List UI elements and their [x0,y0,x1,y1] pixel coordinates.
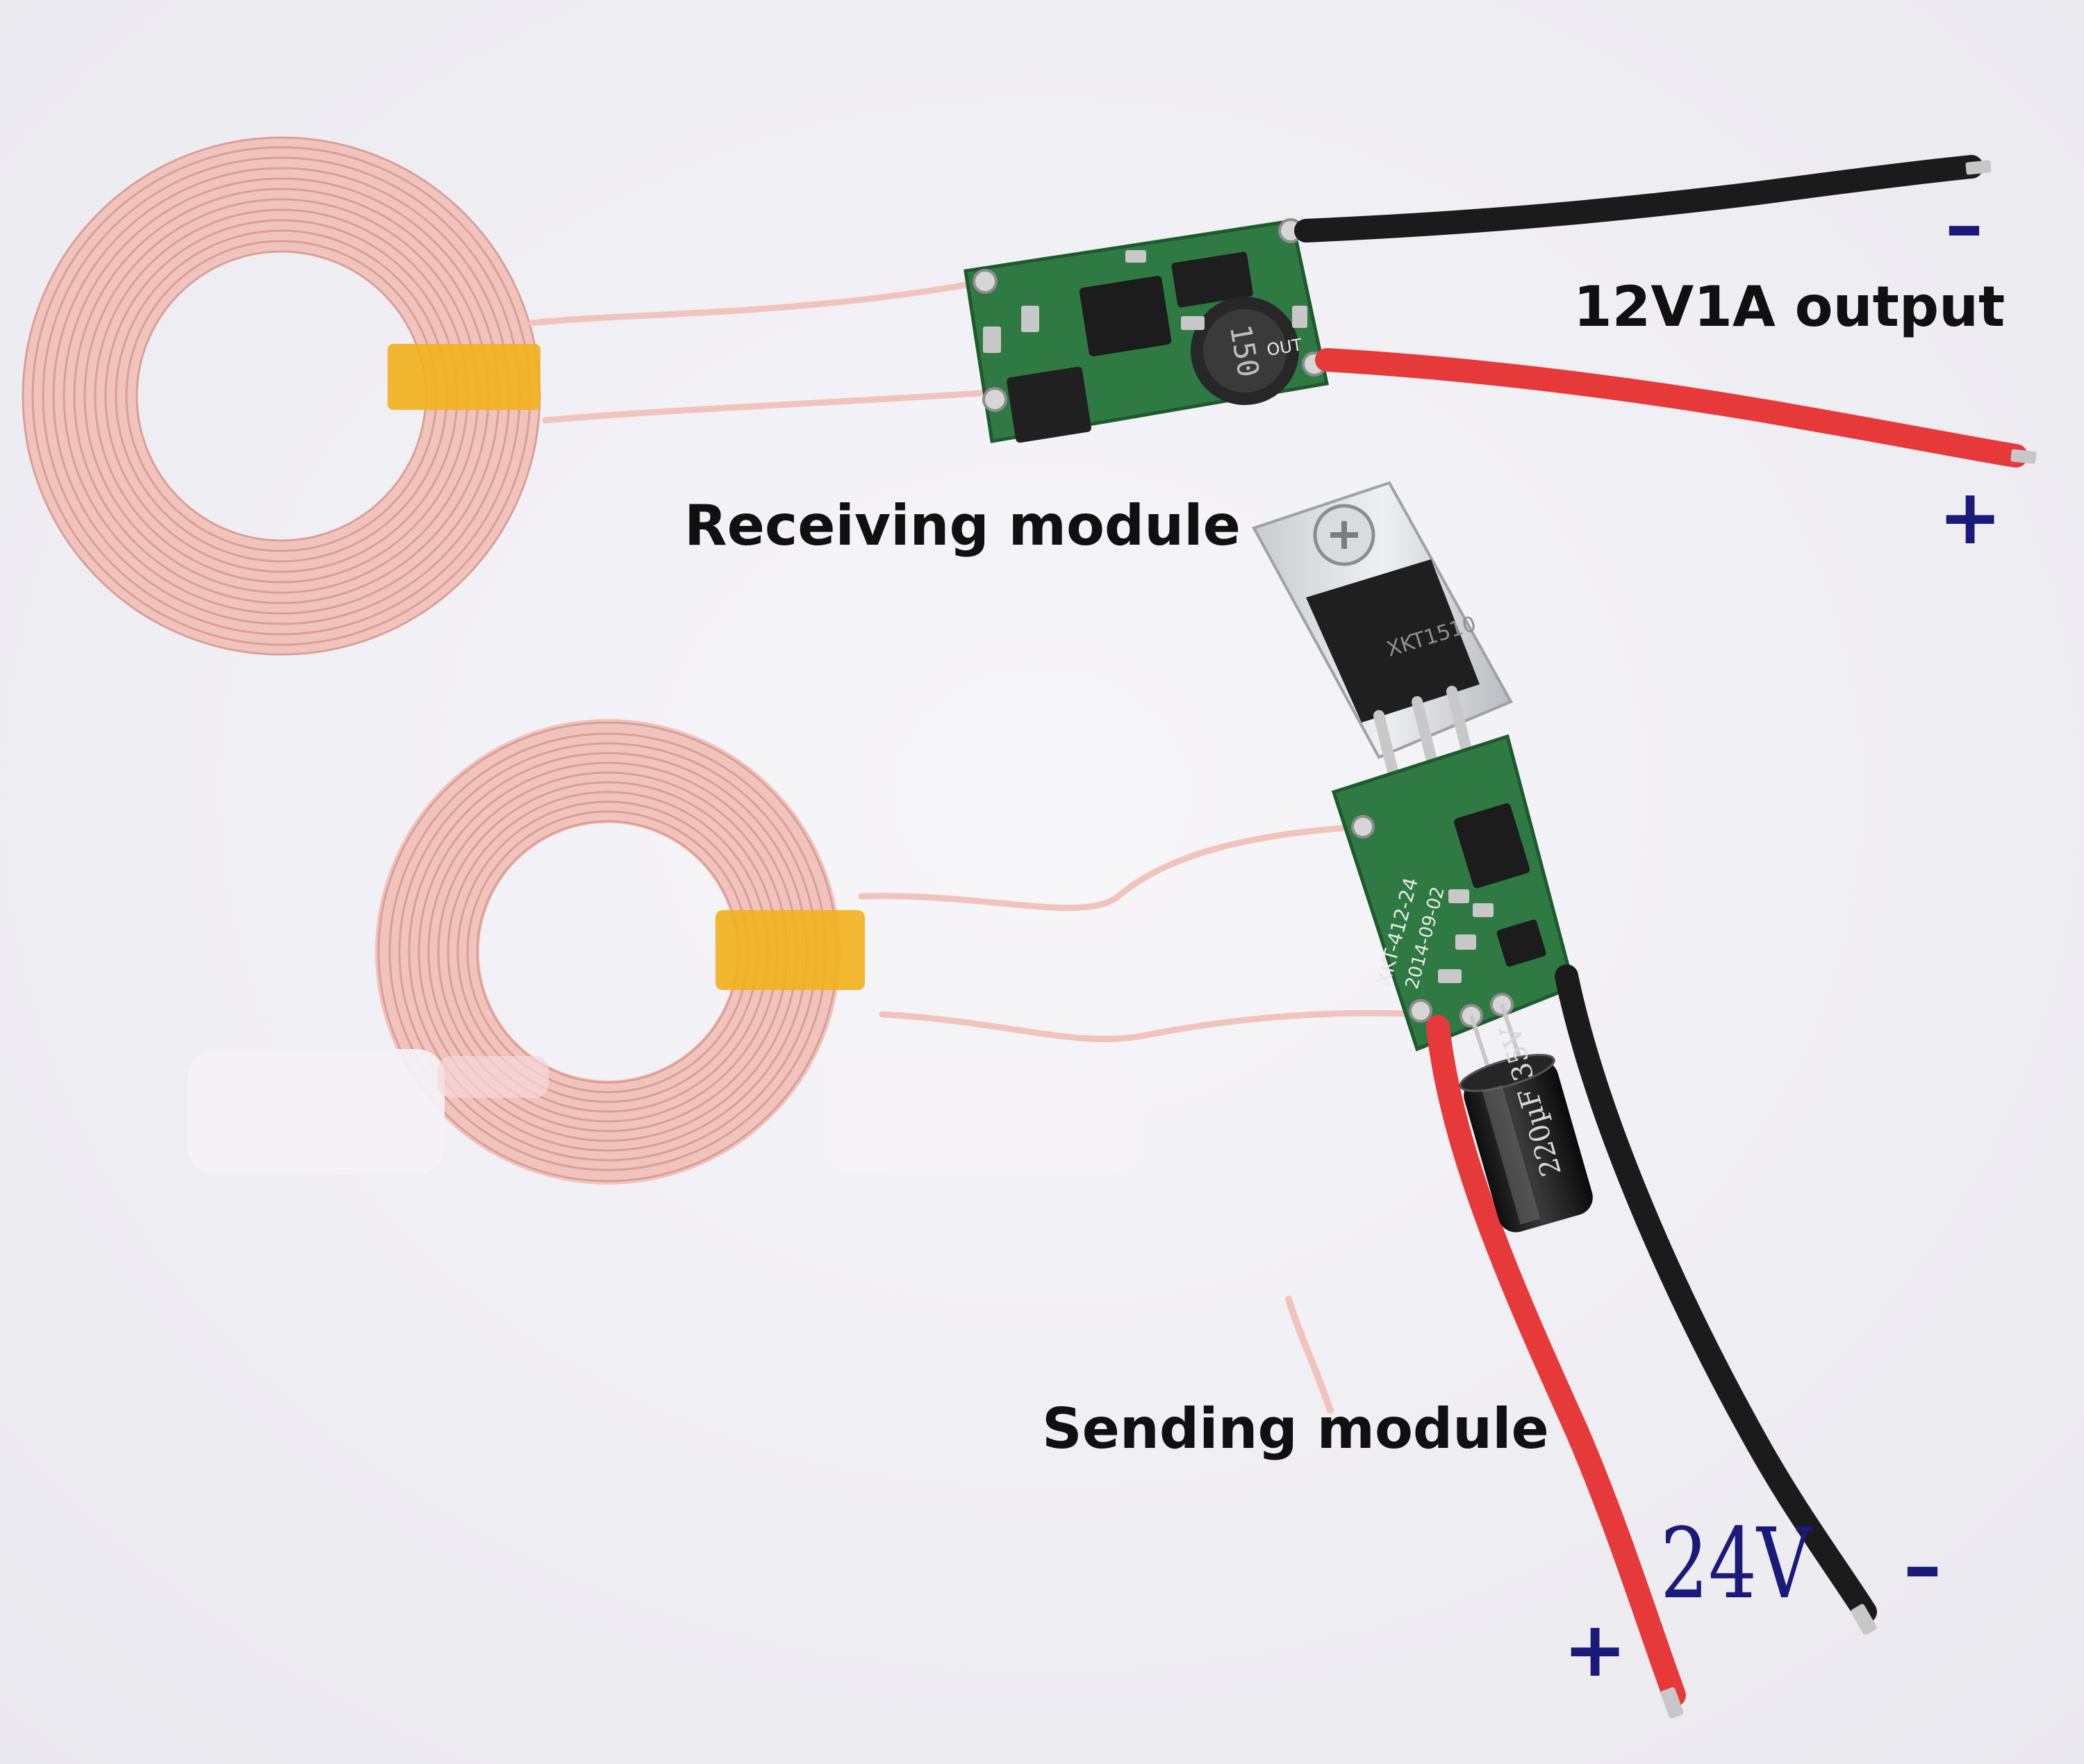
receiving-coil-leads [528,278,993,424]
wire-fragment [1285,1296,1334,1414]
receiving-coil [22,136,541,656]
rx-plus-sign: + [1938,472,2003,561]
tx-pad-coil-2 [1409,999,1432,1023]
rx-pad-coil-1 [973,269,998,294]
tx-minus-sign: – [1903,1522,1942,1610]
output-label: 12V1A output [1573,274,2006,339]
sending-coil [375,719,865,1185]
receiving-mosfet [1007,366,1091,443]
voltage-label: 24V [1660,1508,1812,1621]
kapton-tape [388,344,540,410]
blurred-region [188,1049,1139,1174]
sending-ic [1454,803,1530,889]
input-wire-black-tip [1851,1604,1877,1635]
power-transistor [1306,559,1480,723]
sending-regulator [1496,919,1546,967]
input-wire-black [1555,964,1877,1624]
tx-plus-sign: + [1563,1605,1628,1694]
input-wire-red-tip [1660,1687,1684,1719]
output-wire-red [1315,348,2028,468]
rx-pad-coil-2 [982,387,1007,412]
output-wire-black-tip [1965,160,1992,175]
tx-pad-coil-1 [1351,815,1375,839]
receiving-ic [1079,276,1172,356]
output-wire-black [1294,155,1983,242]
sending-module-label: Sending module [1042,1396,1549,1461]
kapton-tape [716,910,865,990]
heatsink: XKT1510 [1252,481,1513,777]
receiving-pcb: 150 OUT [964,218,1329,443]
receiving-module-label: Receiving module [684,493,1241,558]
rx-minus-sign: – [1945,181,1983,270]
sending-coil-leads [858,823,1421,1043]
output-wire-red-tip [2010,449,2037,464]
input-wire-red [1426,1015,1686,1707]
receiving-diode [1171,252,1253,308]
